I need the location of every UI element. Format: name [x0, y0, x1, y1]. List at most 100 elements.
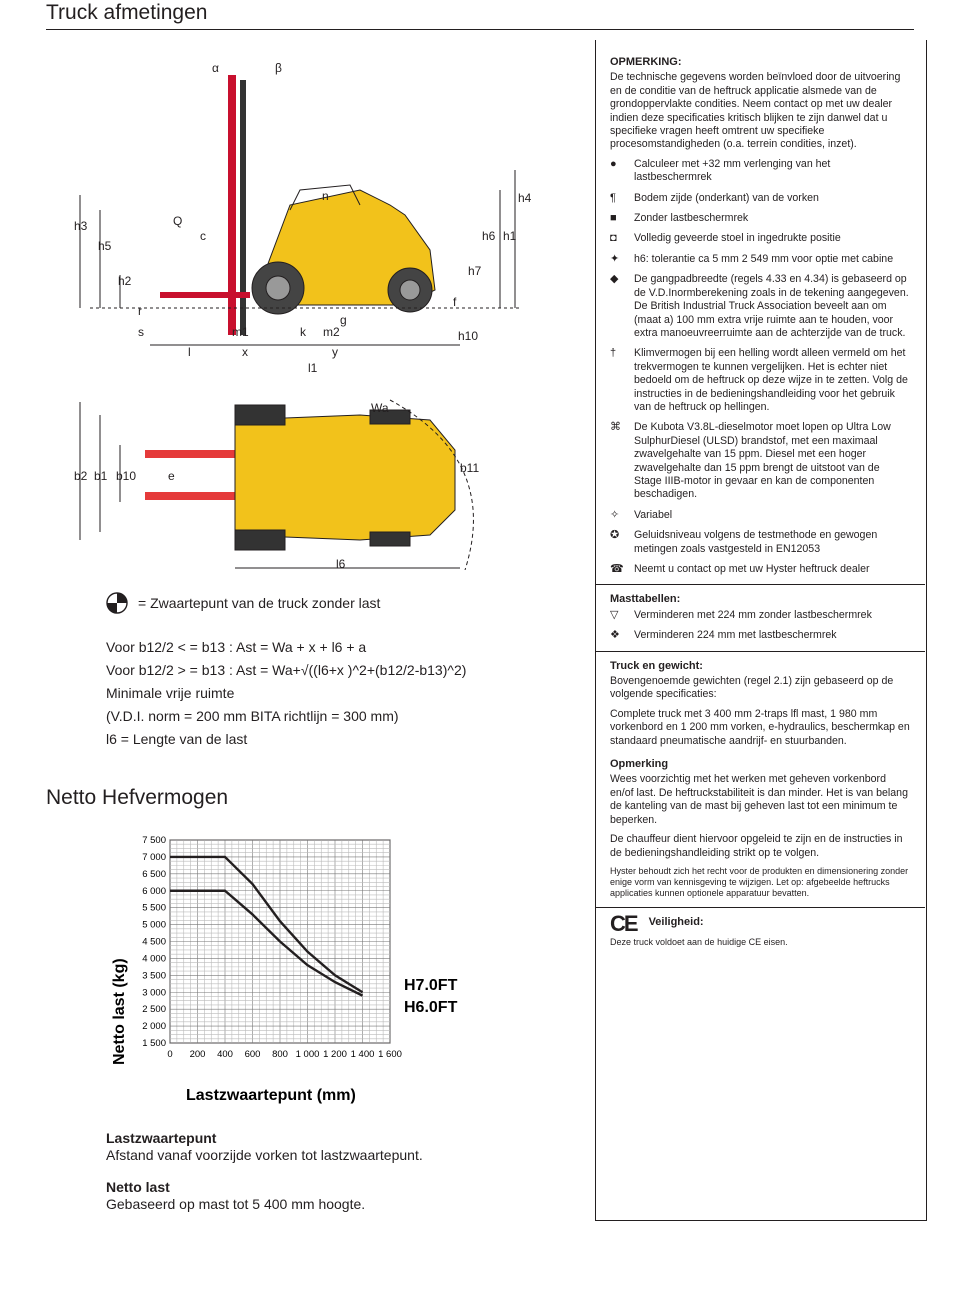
- ce-mark: CE: [610, 910, 639, 936]
- label-l6: l6: [336, 557, 346, 570]
- weight-text-1: Bovengenoemde gewichten (regel 2.1) zijn…: [610, 675, 894, 701]
- mast-note-symbol-icon: ▽: [610, 608, 619, 621]
- label-q: Q: [173, 214, 182, 228]
- footnote-text: Calculeer met +32 mm verlenging van het …: [634, 157, 831, 184]
- footnote-text: Variabel: [634, 508, 673, 521]
- label-b11: b11: [460, 461, 479, 475]
- weight-heading: Truck en gewicht:: [610, 659, 703, 672]
- chart-y-tick-label: 2 000: [142, 1021, 166, 1032]
- footnote-text: Neemt u contact op met uw Hyster heftruc…: [634, 563, 870, 575]
- chart-y-label: Netto last (kg): [111, 958, 128, 1065]
- label-h5: h5: [98, 239, 112, 253]
- label-b1: b1: [94, 469, 108, 483]
- chart-y-tick-label: 1 500: [142, 1038, 166, 1049]
- label-c: c: [200, 229, 206, 243]
- page-title: Truck afmetingen: [46, 1, 208, 24]
- opmerking-text-1: Wees voorzichtig met het werken met gehe…: [610, 773, 908, 826]
- formula-line-5: l6 = Lengte van de last: [106, 731, 248, 747]
- label-b10: b10: [116, 469, 136, 483]
- footnote-item: ✦h6: tolerantie ca 5 mm 2 549 mm voor op…: [610, 253, 910, 266]
- mast-note-text: Verminderen met 224 mm zonder lastbesche…: [634, 608, 872, 621]
- footnote-item: †Klimvermogen bij een helling wordt alle…: [610, 347, 910, 414]
- chart-x-tick-label: 400: [217, 1049, 233, 1060]
- truck-top-view: [79, 399, 474, 570]
- truck-dimension-drawing: α β n Q c h3 h5 h2 r s l m1 x k m2 g y l…: [74, 61, 532, 570]
- chart-x-tick-label: 1 600: [378, 1049, 402, 1060]
- center-of-gravity-legend: = Zwaartepunt van de truck zonder last: [106, 592, 380, 614]
- label-e: e: [168, 469, 175, 483]
- footnotes-list: ●Calculeer met +32 mm verlenging van het…: [610, 158, 910, 577]
- label-l: l: [188, 345, 191, 359]
- capacity-chart: Netto last (kg) Lastzwaartepunt (mm) 7 5…: [111, 835, 458, 1104]
- lzp-text: Afstand vanaf voorzijde vorken tot lastz…: [106, 1147, 423, 1163]
- chart-x-tick-label: 600: [245, 1049, 261, 1060]
- footnote-symbol-icon: ◘: [610, 232, 617, 245]
- cog-legend-text: = Zwaartepunt van de truck zonder last: [138, 595, 381, 611]
- label-m1: m1: [232, 325, 249, 339]
- footnote-item: ✧Variabel: [610, 509, 910, 522]
- footnote-item: ☎Neemt u contact op met uw Hyster heftru…: [610, 563, 910, 576]
- footnote-text: Zonder lastbeschermrek: [634, 212, 749, 225]
- label-alpha: α: [212, 61, 219, 75]
- mast-note-item: ▽ Verminderen met 224 mm zonder lastbesch…: [610, 609, 910, 622]
- label-beta: β: [275, 61, 282, 75]
- footnote-symbol-icon: ◆: [610, 273, 619, 286]
- mast-note-symbol-icon: ❖: [610, 629, 620, 642]
- label-wa: Wa: [371, 401, 389, 415]
- chart-y-tick-label: 5 000: [142, 920, 166, 931]
- footnote-symbol-icon: ⌘: [610, 421, 621, 434]
- mast-note-text: Verminderen 224 mm met lastbeschermrek: [634, 629, 837, 642]
- footnote-item: ¶Bodem zijde (onderkant) van de vorken: [610, 192, 910, 205]
- capacity-section-title: Netto Hefvermogen: [46, 786, 229, 809]
- title-rule: [46, 29, 914, 30]
- formula-line-3: Minimale vrije ruimte: [106, 685, 235, 701]
- chart-y-tick-label: 5 500: [142, 903, 166, 914]
- note-heading: OPMERKING:: [610, 56, 682, 68]
- safety-heading: Veiligheid:: [648, 915, 704, 928]
- label-x: x: [242, 345, 248, 359]
- label-k: k: [300, 325, 307, 339]
- footnote-symbol-icon: ■: [610, 212, 617, 225]
- footnote-text: De gangpadbreedte (regels 4.33 en 4.34) …: [634, 273, 909, 339]
- note-text: De technische gegevens worden beïnvloed …: [610, 71, 901, 151]
- label-b2: b2: [74, 469, 88, 483]
- footnote-item: ●Calculeer met +32 mm verlenging van het…: [610, 158, 910, 185]
- footnote-item: ◘Volledig geveerde stoel in ingedrukte p…: [610, 232, 910, 245]
- mast-notes-list: ▽ Verminderen met 224 mm zonder lastbesch…: [610, 609, 910, 643]
- opmerking-heading: Opmerking: [610, 758, 669, 771]
- chart-y-tick-label: 6 000: [142, 886, 166, 897]
- center-of-gravity-icon: [106, 592, 128, 614]
- label-h10: h10: [458, 329, 478, 343]
- label-g: g: [340, 313, 347, 327]
- chart-x-tick-label: 0: [167, 1049, 172, 1060]
- separator: [595, 906, 925, 908]
- notes-panel: OPMERKING: De technische gegevens worden…: [595, 56, 925, 954]
- label-h2: h2: [118, 274, 132, 288]
- chart-y-tick-label: 3 500: [142, 970, 166, 981]
- chart-x-tick-label: 1 000: [296, 1049, 320, 1060]
- chart-x-tick-label: 200: [190, 1049, 206, 1060]
- label-m2: m2: [323, 325, 340, 339]
- chart-series-line-h7-0ft: [170, 855, 364, 994]
- label-h3: h3: [74, 219, 88, 233]
- chart-y-tick-label: 7 000: [142, 852, 166, 863]
- footnote-text: De Kubota V3.8L-dieselmotor moet lopen o…: [634, 421, 891, 501]
- nl-title: Netto last: [106, 1179, 170, 1195]
- chart-y-tick-label: 4 500: [142, 937, 166, 948]
- mast-note-item: ❖ Verminderen 224 mm met lastbeschermrek: [610, 629, 910, 642]
- footnote-item: ✪Geluidsniveau volgens de testmethode en…: [610, 529, 910, 556]
- chart-y-tick-label: 2 500: [142, 1004, 166, 1015]
- label-y: y: [332, 345, 338, 359]
- label-n: n: [322, 189, 329, 203]
- label-f: f: [453, 295, 457, 309]
- separator: [595, 584, 925, 586]
- footnote-item: ⌘ De Kubota V3.8L-dieselmotor moet lopen …: [610, 421, 910, 501]
- chart-x-tick-label: 1 200: [323, 1049, 347, 1060]
- disclaimer-text: Hyster behoudt zich het recht voor de pr…: [610, 865, 909, 898]
- footnote-symbol-icon: †: [610, 347, 617, 360]
- separator: [595, 650, 925, 652]
- footnote-symbol-icon: ¶: [610, 191, 616, 204]
- safety-text: Deze truck voldoet aan de huidige CE eis…: [610, 937, 788, 948]
- formula-line-2: Voor b12/2 > = b13 : Ast = Wa+√((l6+x )^…: [106, 662, 467, 678]
- chart-legend-entry: H6.0FT: [404, 999, 458, 1016]
